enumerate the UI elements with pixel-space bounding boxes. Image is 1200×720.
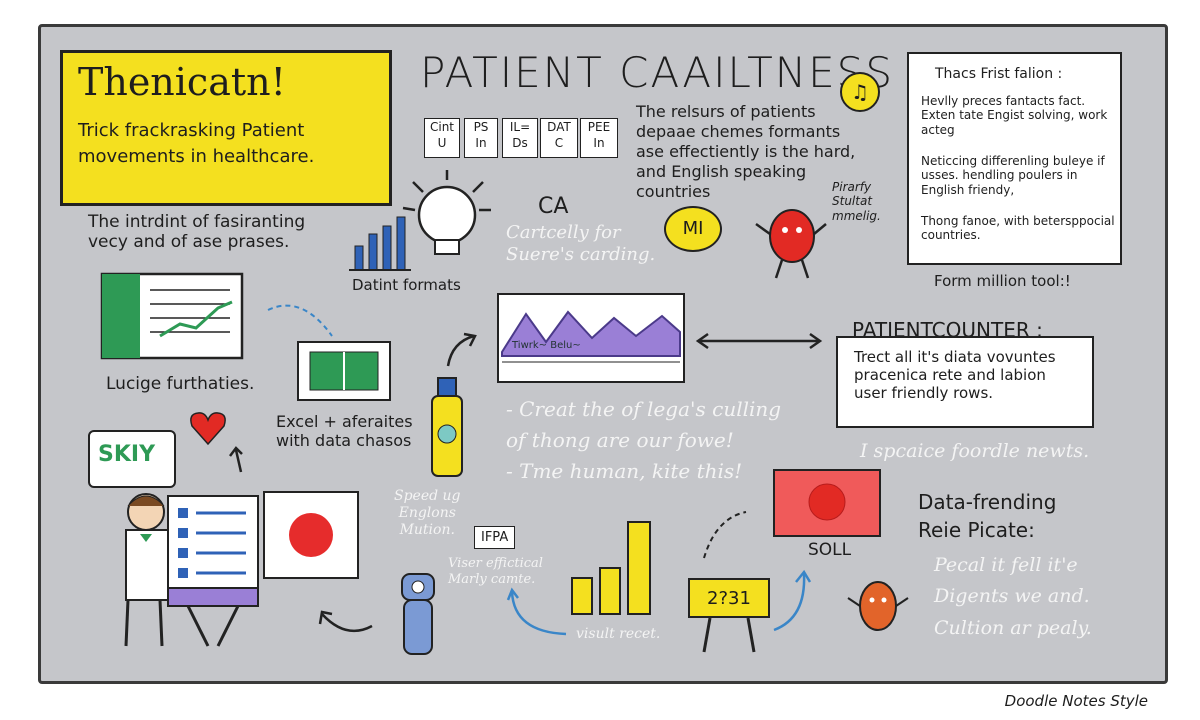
spreadsheet-icon [100,272,244,360]
red-monster-icon [755,209,827,279]
japan-flag-red-icon [773,469,881,537]
viser-label: Viser effictical Marly camte. [448,556,543,587]
double-arrow-icon [695,332,823,350]
mi-badge: MI [664,206,722,252]
ca-label: CA [538,194,569,219]
robot-icon [401,573,435,655]
header-card [60,50,392,206]
blue-arrow-up-icon [773,569,812,632]
heart-icon [190,412,226,446]
note-bullet: Thong fanoe, with betersppocial countrie… [921,214,1115,243]
orange-monster-icon [847,581,909,631]
mascot-label: Pirarfy Stultat mmelig. [832,180,881,223]
top-center-text: The relsurs of patients depaae chemes fo… [636,102,856,201]
excel-icon [297,341,391,401]
excel-label: Excel + aferaites with data chasos [276,412,413,451]
sign-legs-icon [702,618,756,653]
curved-double-arrow-icon [318,610,373,633]
bottle-icon [431,377,463,477]
sign-board: 2?31 [688,578,770,618]
chalk-center: - Creat the of lega's culling of thong a… [506,397,782,483]
blue-curved-arrow-icon [506,587,567,636]
line-chart-panel-icon [497,293,685,383]
form-tool: Form million tool:! [934,272,1071,290]
japan-flag-icon [263,491,359,579]
note-title: Thacs Frist falion : [935,66,1063,82]
counter-box: Trect all it's diata vovuntes pracenica … [836,336,1094,428]
ifpa-tag: IFPA [474,526,516,549]
note-bullet: Hevlly preces fantacts fact. Exten tate … [921,94,1108,137]
main-title: PATIENT CAAILTNESS [420,48,895,97]
speed-label: Speed ug Englons Mution. [394,488,461,538]
datint-label: Datint formats [352,276,461,294]
data-fending: Data-frending Reie Picate: [918,490,1057,542]
soll-label: SOLL [808,540,852,560]
ca-sub: Cartcelly for Suere's carding. [506,222,656,265]
left-intro: The intrdint of fasiranting vecy and of … [88,212,306,253]
chart-tag: Tiwrk~ Belu~ [512,340,581,351]
checklist-document-icon [167,495,259,589]
note-bullet: Neticcing differenling buleye if usses. … [921,154,1105,197]
counter-body: Trect all it's diata vovuntes pracenica … [854,348,1056,402]
chalk-bottom-right: Pecal it fell it'e Digents we and. Culti… [934,554,1092,639]
lightbulb-icon [402,170,491,255]
lucige-label: Lucige furthaties. [106,374,255,394]
note-box: Thacs Frist falion : Hevlly preces fanta… [907,52,1122,265]
footer-label: Doodle Notes Style [1004,692,1148,710]
curved-arrow-icon [446,332,477,367]
dashed-arrow-icon [267,304,333,337]
music-note-icon: ♫ [840,72,880,112]
sky-speech-bubble [88,430,176,488]
yellow-bar-chart-icon [571,521,651,615]
arrow-up-icon [229,446,243,473]
mini-bar-chart-icon [349,216,411,271]
header-subtitle: Trick frackrasking Patient movements in … [78,120,315,168]
format-cell: IL=Ds [502,118,538,158]
sky-label: SKIY [98,442,156,467]
chalk-right: I spcaice foordle newts. [860,440,1090,462]
visult-label: visult recet. [576,626,661,642]
header-title: Thenicatn! [78,60,286,104]
dashed-double-arrow-icon [703,511,747,559]
doctor-at-desk-icon [124,493,259,647]
